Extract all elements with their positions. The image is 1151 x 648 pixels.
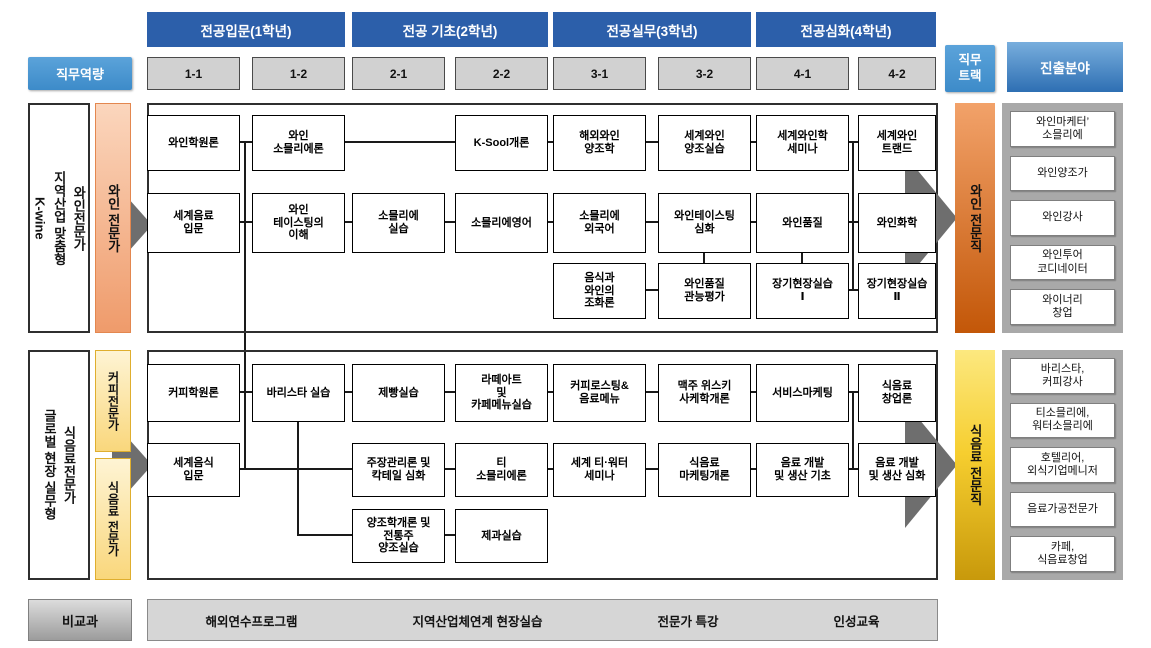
- course-box: 소믈리에 외국어: [553, 193, 646, 253]
- connector-line: [297, 420, 299, 536]
- course-box: 세계음식 입문: [147, 443, 240, 497]
- wine-career-list: 와인마케터’ 소믈리에 와인양조가 와인강사 와인투어 코디네이터 와이너리 창…: [1002, 103, 1123, 333]
- wine-side-label: 와인전문가 지역산업 맞춤형 K-wine: [32, 170, 87, 266]
- extracurricular-item: 전문가 특강: [657, 614, 719, 629]
- course-box: 세계와인 양조실습: [658, 115, 751, 171]
- semester-2-2: 2-2: [455, 57, 548, 90]
- course-box: 커피로스팅& 음료메뉴: [553, 364, 646, 422]
- course-box: 소믈리에영어: [455, 193, 548, 253]
- connector-line: [240, 391, 860, 393]
- connector-line: [244, 141, 246, 469]
- career-item: 와이너리 창업: [1010, 289, 1115, 325]
- course-box: 양조학개론 및 전통주 양조실습: [352, 509, 445, 563]
- coffee-competency-bar: 커피전문가: [95, 350, 131, 452]
- connector-line: [852, 141, 854, 291]
- year-header-1: 전공입문(1학년): [147, 12, 345, 47]
- course-box: 소믈리에 실습: [352, 193, 445, 253]
- semester-1-1: 1-1: [147, 57, 240, 90]
- career-item: 와인양조가: [1010, 155, 1115, 192]
- course-box: 식음료 마케팅개론: [658, 443, 751, 497]
- course-box: 제빵실습: [352, 364, 445, 422]
- wine-competency-bar: 와인 전문가: [95, 103, 131, 333]
- semester-3-1: 3-1: [553, 57, 646, 90]
- connector-line: [801, 249, 803, 265]
- course-box: 장기현장실습 Ⅰ: [756, 263, 849, 319]
- food-side-label-box: 식음료전문가 글로벌 현장 실무형: [28, 350, 90, 580]
- course-box: K-Sool개론: [455, 115, 548, 171]
- career-item: 와인강사: [1010, 200, 1115, 236]
- course-box: 식음료 창업론: [858, 364, 936, 422]
- course-box: 음료 개발 및 생산 심화: [858, 443, 936, 497]
- career-item: 음료가공전문가: [1010, 491, 1115, 528]
- year-header-4: 전공심화(4학년): [756, 12, 936, 47]
- career-item: 티소믈리에, 워터소믈리에: [1010, 402, 1115, 439]
- course-box: 와인테이스팅 심화: [658, 193, 751, 253]
- connector-line: [240, 468, 860, 470]
- course-box: 장기현장실습 Ⅱ: [858, 263, 936, 319]
- connector-line: [852, 391, 854, 470]
- career-item: 와인마케터’ 소믈리에: [1010, 111, 1115, 147]
- course-box: 음료 개발 및 생산 기초: [756, 443, 849, 497]
- food-competency-label: 식음료 전문가: [106, 481, 120, 557]
- career-item: 호텔리어, 외식기업메니저: [1010, 447, 1115, 483]
- year-header-3: 전공실무(3학년): [553, 12, 751, 47]
- course-box: 와인품질: [756, 193, 849, 253]
- semester-3-2: 3-2: [658, 57, 751, 90]
- food-side-label: 식음료전문가 글로벌 현장 실무형: [42, 409, 77, 521]
- job-track-header: 직무 트랙: [945, 45, 995, 92]
- year-header-2: 전공 기초(2학년): [352, 12, 548, 47]
- connector-line: [240, 221, 860, 223]
- wine-track-label: 와인 전문직: [967, 183, 983, 253]
- course-box: 세계 티·워터 세미나: [553, 443, 646, 497]
- food-track-bar: 식음료 전문직: [955, 350, 995, 580]
- course-box: 와인 테이스팅의 이해: [252, 193, 345, 253]
- career-item: 와인투어 코디네이터: [1010, 244, 1115, 281]
- course-box: 음식과 와인의 조화론: [553, 263, 646, 319]
- course-box: 와인품질 관능평가: [658, 263, 751, 319]
- course-box: 와인 소믈리에론: [252, 115, 345, 171]
- wine-side-label-box: 와인전문가 지역산업 맞춤형 K-wine: [28, 103, 90, 333]
- semester-2-1: 2-1: [352, 57, 445, 90]
- connector-line: [646, 289, 658, 291]
- extracurricular-item: 지역산업체연계 현장실습: [412, 614, 543, 629]
- connector-line: [703, 249, 705, 265]
- extracurricular-bar: 해외연수프로그램 지역산업체연계 현장실습 전문가 특강 인성교육: [147, 599, 938, 641]
- food-career-list: 바리스타, 커피강사 티소믈리에, 워터소믈리에 호텔리어, 외식기업메니저 음…: [1002, 350, 1123, 580]
- course-box: 라떼아트 및 카페메뉴실습: [455, 364, 548, 422]
- wine-track-bar: 와인 전문직: [955, 103, 995, 333]
- course-box: 바리스타 실습: [252, 364, 345, 422]
- course-box: 주장관리론 및 칵테일 심화: [352, 443, 445, 497]
- coffee-competency-label: 커피전문가: [106, 371, 120, 431]
- competency-header: 직무역량: [28, 57, 132, 90]
- extracurricular-item: 인성교육: [833, 614, 880, 629]
- course-box: 제과실습: [455, 509, 548, 563]
- semester-1-2: 1-2: [252, 57, 345, 90]
- extracurricular-header: 비교과: [28, 599, 132, 641]
- career-item: 바리스타, 커피강사: [1010, 358, 1115, 394]
- career-field-header: 진출분야: [1007, 42, 1123, 92]
- food-track-label: 식음료 전문직: [967, 424, 983, 506]
- food-competency-bar: 식음료 전문가: [95, 458, 131, 580]
- semester-4-1: 4-1: [756, 57, 849, 90]
- connector-line: [240, 141, 860, 143]
- course-box: 서비스마케팅: [756, 364, 849, 422]
- course-box: 세계와인학 세미나: [756, 115, 849, 171]
- semester-4-2: 4-2: [858, 57, 936, 90]
- extracurricular-item: 해외연수프로그램: [205, 614, 298, 629]
- course-box: 커피학원론: [147, 364, 240, 422]
- course-box: 티 소믈리에론: [455, 443, 548, 497]
- course-box: 해외와인 양조학: [553, 115, 646, 171]
- wine-competency-label: 와인 전문가: [105, 183, 121, 253]
- course-box: 와인화학: [858, 193, 936, 253]
- course-box: 세계와인 트랜드: [858, 115, 936, 171]
- course-box: 세계음료 입문: [147, 193, 240, 253]
- course-box: 맥주 위스키 사케학개론: [658, 364, 751, 422]
- course-box: 와인학원론: [147, 115, 240, 171]
- career-item: 카페, 식음료창업: [1010, 536, 1115, 572]
